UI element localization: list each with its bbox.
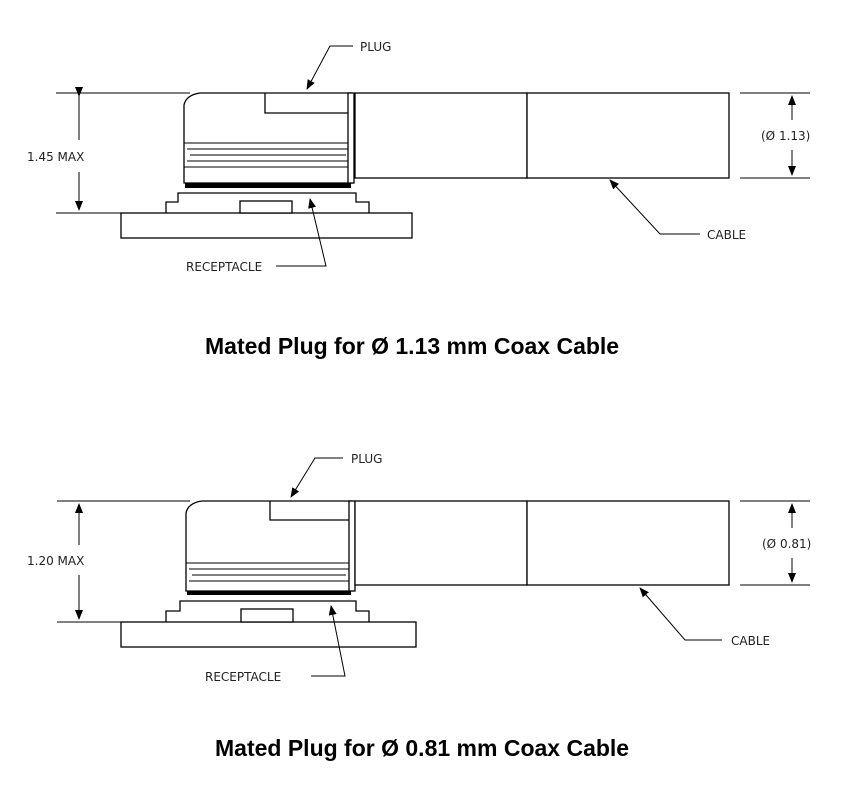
- plug-label: PLUG: [360, 40, 391, 54]
- plug-mating-edge: [187, 591, 351, 595]
- plug-leader: [291, 458, 343, 497]
- plug-label: PLUG: [351, 452, 382, 466]
- diameter-dimension-label: (Ø 0.81): [762, 537, 811, 551]
- cable-crimp-section: [355, 501, 527, 585]
- plug-body: [184, 93, 352, 183]
- plug-mating-edge: [185, 183, 351, 188]
- cable-label: CABLE: [731, 634, 770, 648]
- diagram-1: 1.45 MAX (Ø 1.13) PLUG RECEPTACLE: [27, 40, 810, 359]
- plug-leader: [307, 46, 353, 89]
- height-dimension-label: 1.20 MAX: [27, 554, 84, 568]
- plug-crimp-stub: [349, 501, 355, 591]
- cable-leader: [640, 588, 722, 640]
- caption: Mated Plug for Ø 0.81 mm Coax Cable: [215, 735, 629, 761]
- cable-leader: [610, 180, 700, 234]
- plug-body: [186, 501, 352, 591]
- receptacle-label: RECEPTACLE: [186, 260, 262, 274]
- pcb-base: [121, 213, 412, 238]
- pcb-base: [121, 622, 416, 647]
- receptacle-label: RECEPTACLE: [205, 670, 281, 684]
- diameter-dimension-label: (Ø 1.13): [761, 129, 810, 143]
- cable-crimp-section: [355, 93, 527, 178]
- diagram-2: 1.20 MAX (Ø 0.81) PLUG RECEPTACLE CABLE …: [27, 452, 811, 761]
- cable-label: CABLE: [707, 228, 746, 242]
- height-dimension-label: 1.45 MAX: [27, 150, 84, 164]
- cable-jacket: [527, 501, 729, 585]
- cable-jacket: [527, 93, 729, 178]
- caption: Mated Plug for Ø 1.13 mm Coax Cable: [205, 333, 619, 359]
- plug-crimp-stub: [348, 93, 354, 183]
- receptacle-contact: [241, 609, 293, 622]
- receptacle-contact: [240, 201, 292, 213]
